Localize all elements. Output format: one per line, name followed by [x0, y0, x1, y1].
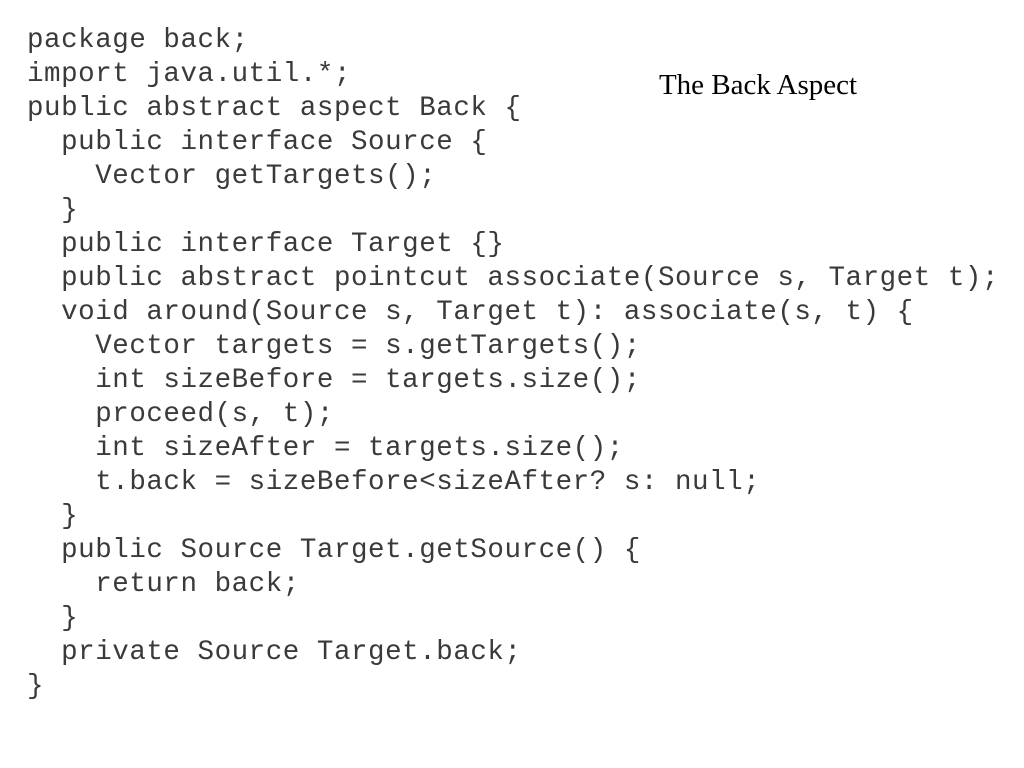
- code-line: }: [27, 603, 79, 634]
- code-line: proceed(s, t);: [27, 399, 334, 430]
- code-line: t.back = sizeBefore<sizeAfter? s: null;: [27, 467, 761, 498]
- code-line: void around(Source s, Target t): associa…: [27, 297, 914, 328]
- code-line: package back;: [27, 25, 249, 56]
- code-line: Vector targets = s.getTargets();: [27, 331, 641, 362]
- code-line: public interface Target {}: [27, 229, 505, 260]
- code-line: }: [27, 501, 79, 532]
- code-line: public interface Source {: [27, 127, 488, 158]
- page-title: The Back Aspect: [658, 69, 858, 101]
- code-line: }: [27, 671, 45, 702]
- code-line: Vector getTargets();: [27, 161, 437, 192]
- code-line: }: [27, 195, 79, 226]
- code-line: public Source Target.getSource() {: [27, 535, 641, 566]
- code-line: import java.util.*;: [27, 59, 352, 90]
- code-line: int sizeAfter = targets.size();: [27, 433, 624, 464]
- code-line: public abstract pointcut associate(Sourc…: [27, 263, 1000, 294]
- code-line: return back;: [27, 569, 300, 600]
- code-line: int sizeBefore = targets.size();: [27, 365, 641, 396]
- code-line: public abstract aspect Back {: [27, 93, 522, 124]
- code-line: private Source Target.back;: [27, 637, 522, 668]
- code-listing: package back;import java.util.*;public a…: [27, 24, 1017, 704]
